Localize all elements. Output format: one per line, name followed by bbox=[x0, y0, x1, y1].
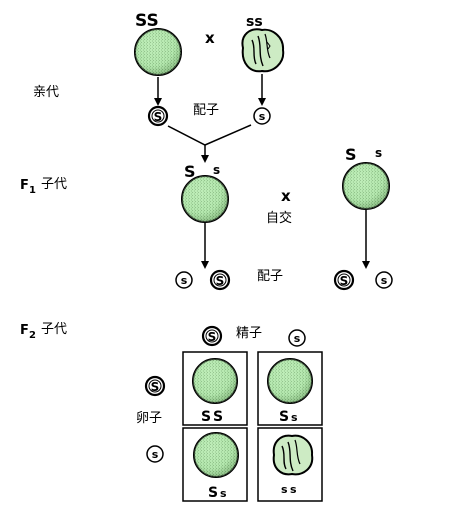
svg-text:S: S bbox=[345, 145, 357, 164]
svg-text:s: s bbox=[375, 146, 382, 160]
fertilization-arrowhead bbox=[201, 155, 209, 163]
f2-egg-gamete-s: s bbox=[146, 445, 164, 463]
f2-sperm-gamete-s: s bbox=[288, 329, 306, 347]
parent-generation-label: 亲代 bbox=[33, 85, 59, 100]
f2-egg-gamete-S: S bbox=[144, 375, 166, 397]
f1-gamete-right-S: S bbox=[333, 269, 355, 291]
f1-gamete-label: 配子 bbox=[257, 269, 283, 284]
parent-gamete-s: s bbox=[253, 107, 271, 125]
f2-sperm-label: 精子 bbox=[236, 326, 262, 341]
svg-text:S: S bbox=[340, 274, 349, 288]
f1-right-genotype: S s bbox=[345, 145, 382, 164]
punnett-cell-Ss-top: S s bbox=[257, 351, 323, 426]
f2-sperm-gamete-S: S bbox=[201, 325, 223, 347]
f1-left-arrowhead bbox=[201, 261, 209, 269]
parent-right-genotype: ss bbox=[246, 14, 263, 30]
svg-text:F: F bbox=[20, 178, 29, 193]
f1-left-pea bbox=[181, 175, 229, 223]
svg-text:S: S bbox=[154, 110, 163, 124]
svg-text:s: s bbox=[281, 483, 288, 496]
fertilization-lines bbox=[167, 124, 252, 146]
f1-left-genotype: S s bbox=[184, 162, 220, 181]
punnett-cell-SS: S S bbox=[182, 351, 248, 426]
parent-right-arrowhead bbox=[258, 98, 266, 106]
parent-gamete-label: 配子 bbox=[193, 103, 219, 118]
svg-text:S: S bbox=[208, 485, 218, 501]
svg-text:s: s bbox=[220, 487, 227, 500]
parent-left-arrowhead bbox=[154, 98, 162, 106]
f1-gamete-left-S: S bbox=[209, 269, 231, 291]
parent-wrinkled-pea bbox=[241, 28, 285, 73]
parent-cross-symbol: x bbox=[205, 29, 215, 47]
svg-text:1: 1 bbox=[29, 185, 36, 196]
svg-text:S: S bbox=[216, 274, 225, 288]
parent-round-pea bbox=[134, 28, 182, 76]
svg-text:S: S bbox=[213, 409, 223, 425]
svg-text:s: s bbox=[152, 448, 159, 461]
svg-text:F: F bbox=[20, 323, 29, 338]
punnett-cell-ss: s s bbox=[257, 427, 323, 502]
f1-cross-symbol: x bbox=[281, 187, 291, 205]
svg-text:s: s bbox=[181, 274, 188, 287]
svg-text:2: 2 bbox=[29, 330, 36, 341]
parent-gamete-S: S bbox=[147, 105, 169, 127]
svg-text:S: S bbox=[208, 330, 217, 344]
f1-right-arrowhead bbox=[362, 261, 370, 269]
parent-left-genotype: SS bbox=[135, 11, 159, 31]
svg-text:s: s bbox=[259, 110, 266, 123]
f2-egg-label: 卵子 bbox=[136, 411, 162, 426]
f1-generation-label: F 1 子代 bbox=[20, 177, 67, 196]
svg-text:s: s bbox=[381, 274, 388, 287]
svg-text:子代: 子代 bbox=[41, 322, 67, 337]
svg-text:S: S bbox=[151, 380, 160, 394]
svg-text:s: s bbox=[213, 163, 220, 177]
svg-text:S: S bbox=[279, 409, 289, 425]
svg-text:s: s bbox=[291, 411, 298, 424]
f1-selfing-label: 自交 bbox=[266, 210, 292, 226]
svg-text:s: s bbox=[294, 332, 301, 345]
svg-text:S: S bbox=[184, 162, 196, 181]
svg-text:s: s bbox=[290, 483, 297, 496]
svg-text:S: S bbox=[201, 409, 211, 425]
punnett-cell-Ss-bottom: S s bbox=[182, 427, 248, 502]
f2-generation-label: F 2 子代 bbox=[20, 322, 67, 341]
svg-text:子代: 子代 bbox=[41, 177, 67, 192]
f1-gamete-left-s: s bbox=[175, 271, 193, 289]
f1-right-pea bbox=[342, 162, 390, 210]
f1-gamete-right-s: s bbox=[375, 271, 393, 289]
wrinkled-pea-icon bbox=[272, 434, 314, 476]
